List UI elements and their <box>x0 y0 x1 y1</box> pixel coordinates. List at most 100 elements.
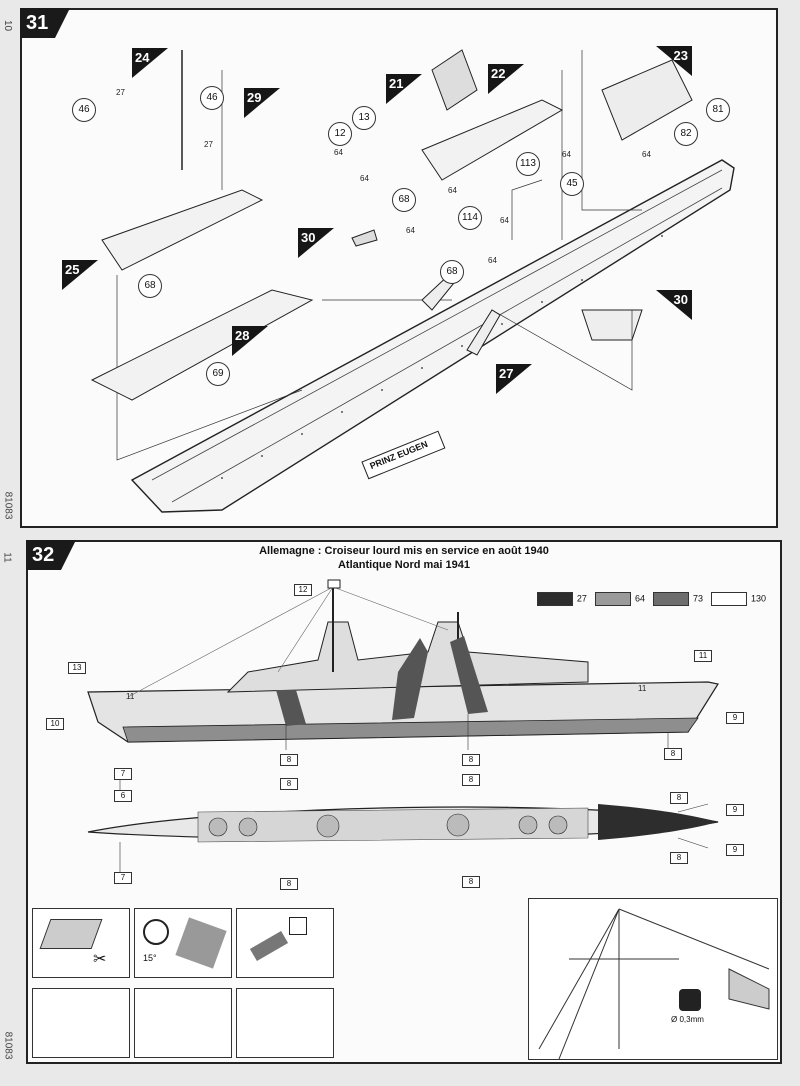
rigging <box>127 586 449 698</box>
forward-deck-part <box>101 189 264 271</box>
top-bow-dark <box>598 804 718 840</box>
scissors-icon: ✂ <box>93 951 107 968</box>
label-11-b: 11 <box>638 684 647 693</box>
legend-item-130: 130 <box>710 592 766 606</box>
railing-panel-3 <box>236 988 334 1058</box>
legend-item-64: 64 <box>594 592 645 606</box>
tower-part <box>601 59 693 141</box>
paint-27-b: 27 <box>204 140 213 149</box>
step-32-drawing <box>87 579 719 872</box>
label-6: 6 <box>114 790 132 802</box>
swatch-73 <box>652 592 689 606</box>
side-lower-hull <box>122 717 699 743</box>
aft-superstructure <box>90 289 314 401</box>
label-13: 13 <box>68 662 86 674</box>
label-7-top: 7 <box>114 872 132 884</box>
substep-22-tag: 22 <box>488 64 524 94</box>
substep-29-tag: 29 <box>244 88 280 118</box>
paint-64-a: 64 <box>334 148 343 157</box>
page-number-bottom: 11 <box>1 552 13 563</box>
label-11-c: 11 <box>694 650 712 662</box>
part-81: 81 <box>706 98 730 122</box>
thread-diameter: Ø 0,3mm <box>671 1015 704 1024</box>
legend-item-73: 73 <box>652 592 703 606</box>
leader-lines <box>119 714 709 872</box>
label-9-side: 9 <box>726 712 744 724</box>
swatch-27 <box>536 592 573 606</box>
label-12: 12 <box>294 584 312 596</box>
substep-24-tag: 24 <box>132 48 168 78</box>
part-82: 82 <box>674 122 698 146</box>
swatch-64 <box>594 592 631 606</box>
part-46-right: 46 <box>200 86 224 110</box>
water-dish <box>175 917 227 969</box>
label-7-side: 7 <box>114 768 132 780</box>
decal-panel-2: 15° <box>134 908 232 978</box>
paint-64-c: 64 <box>406 226 415 235</box>
step-31-badge: 31 <box>20 8 70 38</box>
paint-64-e: 64 <box>488 256 497 265</box>
step-32-panel: 32 Allemagne : Croiseur lourd mis en ser… <box>26 540 782 1064</box>
bridge-part <box>421 99 564 181</box>
rigging-detail-panel: Ø 0,3mm <box>528 898 778 1060</box>
label-10: 10 <box>46 718 64 730</box>
top-deck-details <box>197 807 589 843</box>
hull-deck-line <box>151 169 723 481</box>
hull-waterline <box>171 187 723 503</box>
paint-legend: 27 64 73 130 <box>536 592 766 606</box>
paint-64-h: 64 <box>642 150 651 159</box>
thread-spool-icon <box>679 989 701 1011</box>
title-line-2: Atlantique Nord mai 1941 <box>337 559 471 571</box>
hull-main <box>130 159 735 513</box>
part-12: 12 <box>328 122 352 146</box>
funnel-part <box>431 49 478 111</box>
legend-item-27: 27 <box>536 592 587 606</box>
label-8-top-e: 8 <box>462 876 480 888</box>
label-8-top-d: 8 <box>280 878 298 890</box>
paint-64-f: 64 <box>500 216 509 225</box>
railing-panel-1 <box>32 988 130 1058</box>
decal-sheet <box>39 919 103 949</box>
substep-27-tag: 27 <box>496 364 532 394</box>
paint-64-g: 64 <box>562 150 571 159</box>
label-8-top-a: 8 <box>280 778 298 790</box>
label-11-a: 11 <box>126 692 135 701</box>
substep-30-tag-right: 30 <box>656 290 692 320</box>
label-9-top-a: 9 <box>726 804 744 816</box>
part-113: 113 <box>516 152 540 176</box>
side-code: 81083 <box>2 1031 14 1060</box>
crane-part-2 <box>466 309 501 356</box>
label-8-side-c: 8 <box>664 748 682 760</box>
part-68-top: 68 <box>392 188 416 212</box>
substep-21-tag: 21 <box>386 74 422 104</box>
step-31-drawing <box>90 49 735 513</box>
paint-64-b: 64 <box>360 174 369 183</box>
label-8-side-b: 8 <box>462 754 480 766</box>
brush-icon <box>249 930 289 962</box>
nameplate <box>361 430 446 480</box>
part-68-mid: 68 <box>440 260 464 284</box>
timer-icon <box>143 919 169 945</box>
railing-panel-2 <box>134 988 232 1058</box>
label-8-top-c: 8 <box>670 792 688 804</box>
flag <box>327 579 341 589</box>
boat-part <box>351 229 378 247</box>
step-31-panel: 31 <box>20 8 778 528</box>
part-114: 114 <box>458 206 482 230</box>
substep-30-tag-left: 30 <box>298 228 334 258</box>
substep-23-tag: 23 <box>656 46 692 76</box>
camo-stripe-3 <box>450 636 488 714</box>
label-8-side-a: 8 <box>280 754 298 766</box>
substep-28-tag: 28 <box>232 326 268 356</box>
part-13: 13 <box>352 106 376 130</box>
decal-panel-1: ✂ <box>32 908 130 978</box>
assembly-lines <box>116 50 642 461</box>
paint-64-d: 64 <box>448 186 457 195</box>
label-8-top-f: 8 <box>670 852 688 864</box>
part-45: 45 <box>560 172 584 196</box>
camo-stripe-1 <box>276 690 306 726</box>
rigging-detail-drawing <box>538 908 770 1059</box>
step-32-title: Allemagne : Croiseur lourd mis en servic… <box>28 544 780 572</box>
decal-angle: 15° <box>143 953 157 963</box>
flag-decal <box>289 917 307 935</box>
